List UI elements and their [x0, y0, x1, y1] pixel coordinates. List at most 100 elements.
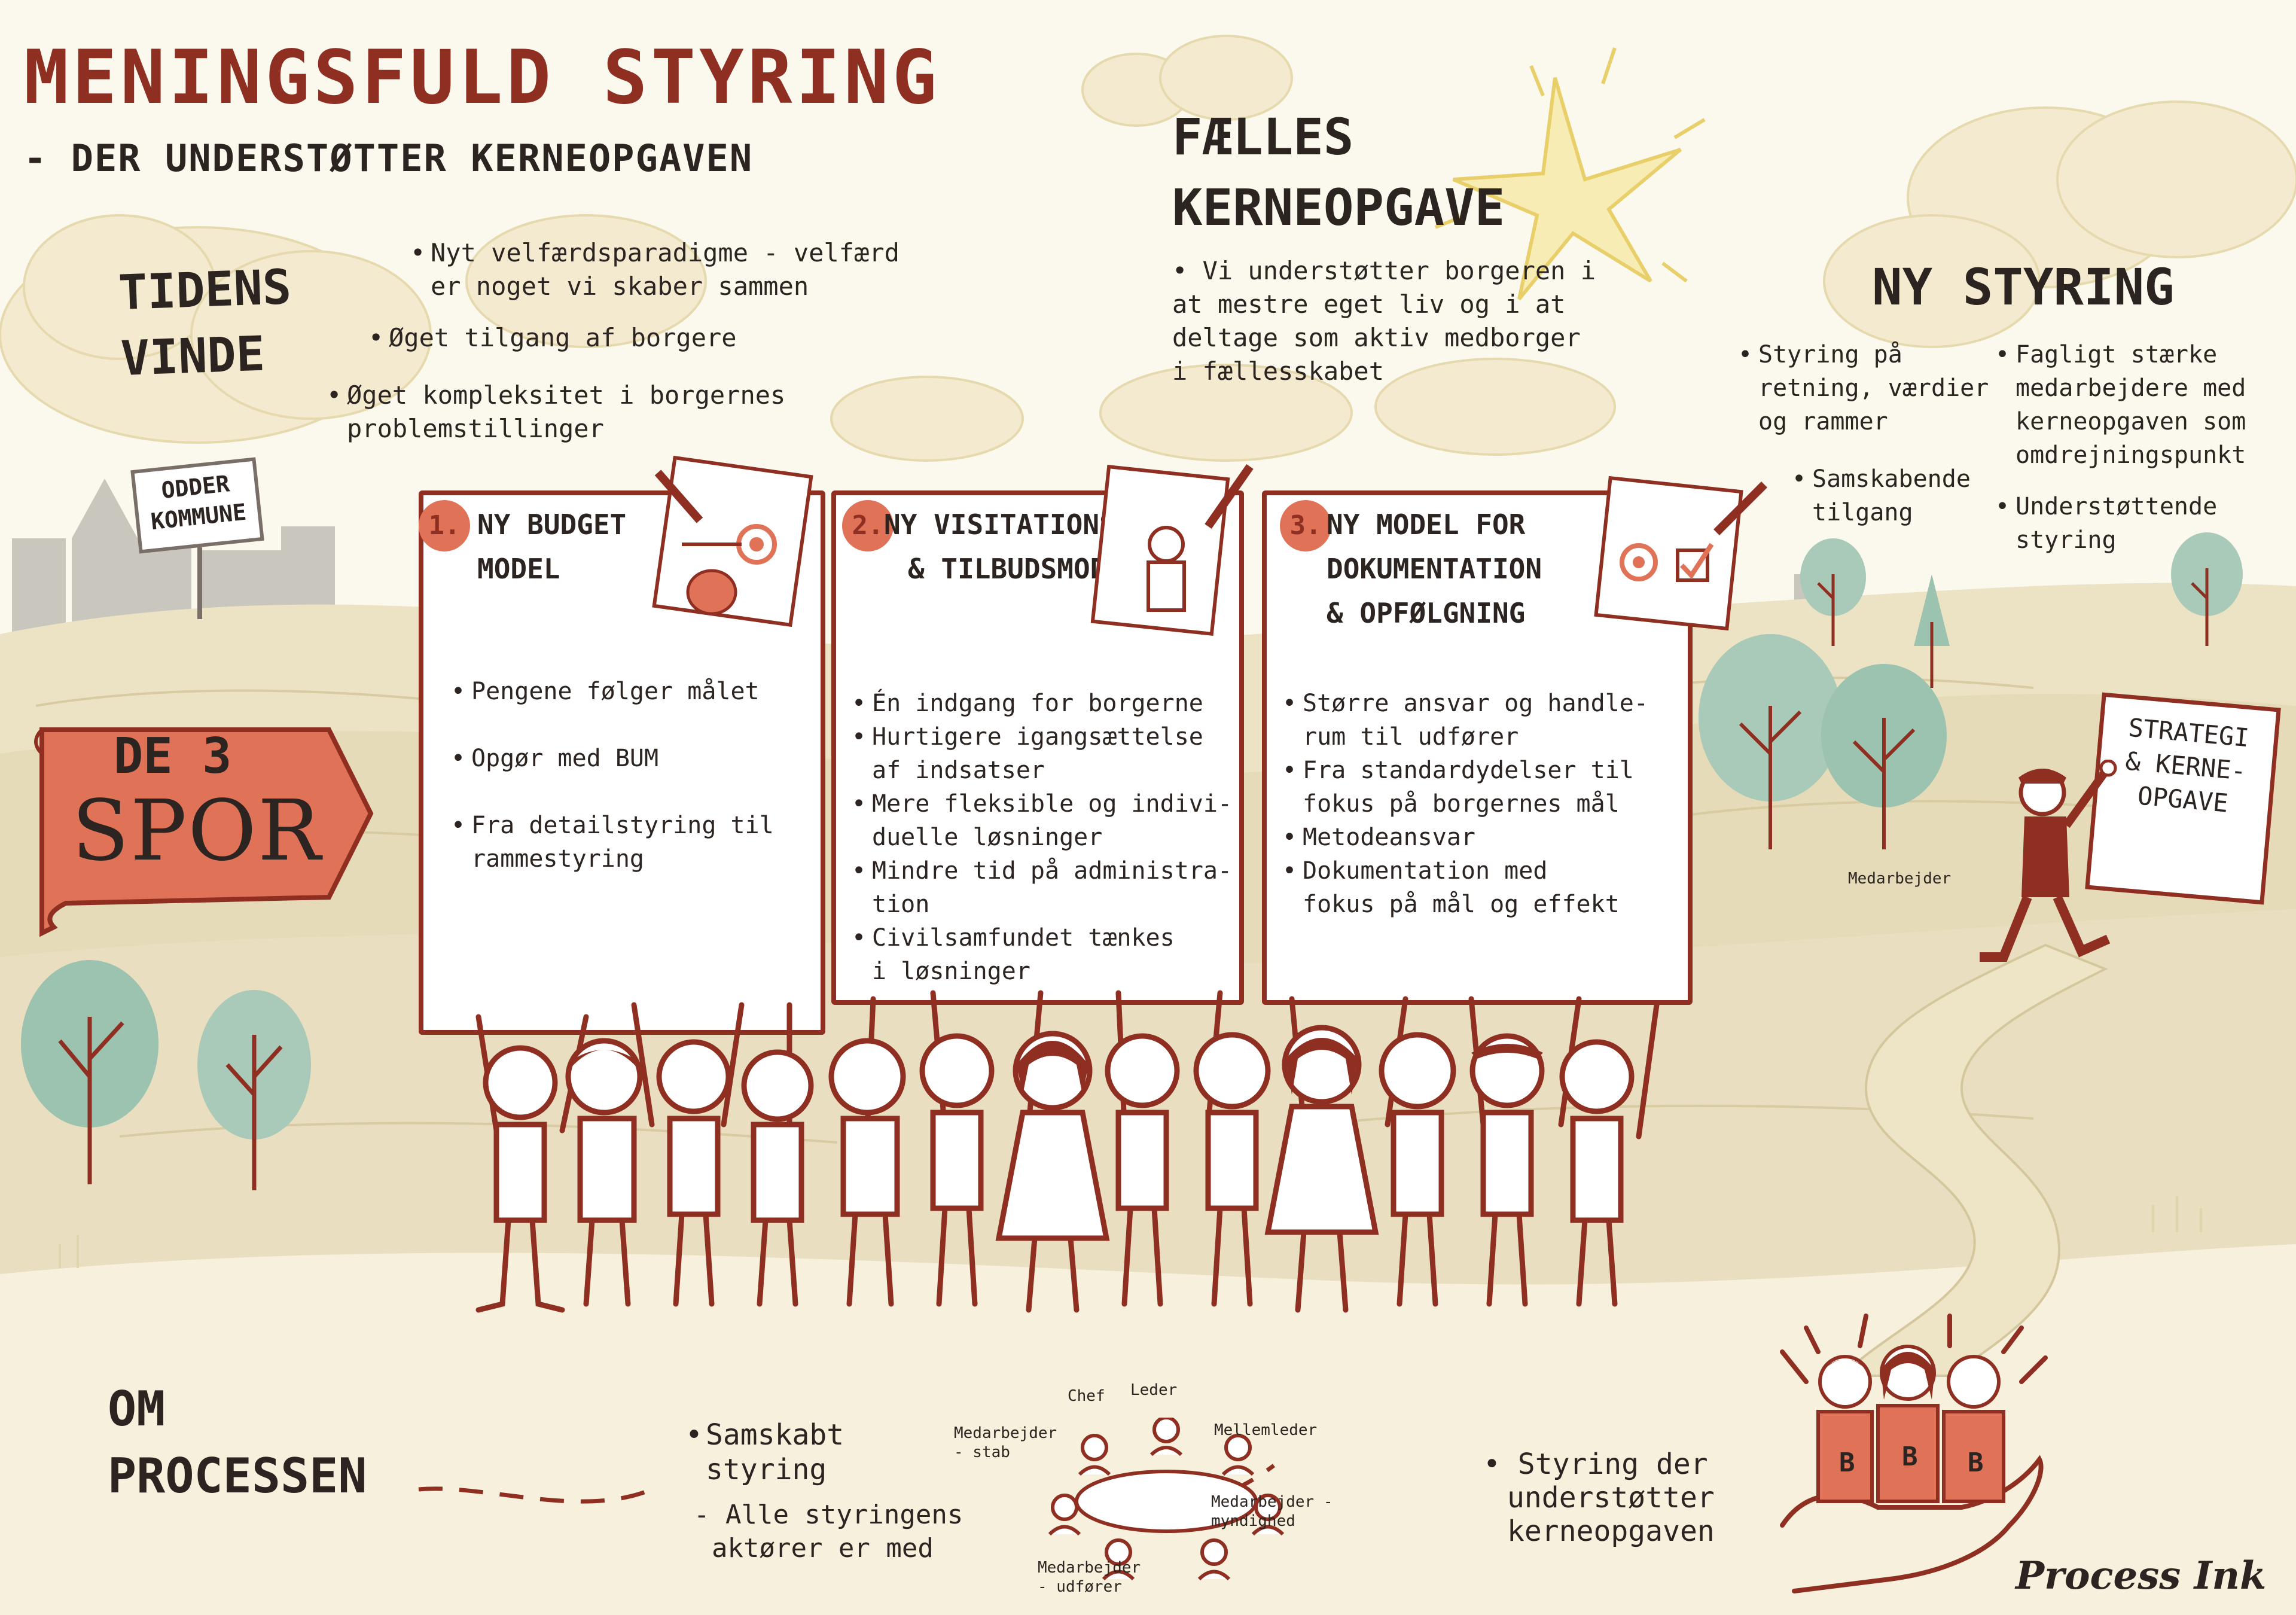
- crowd-figures: [475, 990, 1660, 1313]
- process-result-line1: • Styring der: [1483, 1448, 1708, 1481]
- walking-employee-figure: [1980, 760, 2117, 962]
- ny-styring-left1-line2: retning, værdier: [1758, 374, 1989, 402]
- om-processen-b2-l2: aktører er med: [712, 1533, 934, 1564]
- town-sign: ODDER KOMMUNE: [130, 457, 264, 554]
- spor-card-title: NY BUDGET MODEL: [477, 502, 626, 591]
- faelles-kerneopgave-text: • Vi understøtter borgeren i at mestre e…: [1172, 254, 1596, 388]
- spor-card-3-b2-l2: fokus på borgernes mål: [1303, 790, 1620, 818]
- spor-number-badge: 1.: [419, 500, 470, 551]
- role-udforer-line2: - udfører: [1038, 1578, 1122, 1596]
- town-sign-post: [197, 547, 202, 619]
- spor-card-2-b4-l2: tion: [872, 891, 930, 918]
- role-mellemleder: Mellemleder: [1214, 1421, 1318, 1439]
- spor-card-1-bullets: Pengene følger målet Opgør med BUM Fra d…: [447, 675, 812, 876]
- spor-card-1-b3-l1: Fra detailstyring til: [471, 812, 774, 839]
- de-3-spor-line2: SPOR: [72, 782, 322, 880]
- money-bag-icon: [652, 455, 813, 627]
- spor-card-2-title-line1: NY VISITATIONS-: [884, 508, 1133, 541]
- spor-card-2-b1: Én indgang for borgerne: [872, 690, 1203, 717]
- hand-with-people-illustration: [1780, 1314, 2048, 1593]
- om-processen-heading: OM PROCESSEN: [108, 1376, 367, 1510]
- faelles-text-line3: deltage som aktiv medborger: [1172, 323, 1581, 352]
- tidens-vinde-heading: TIDENS VINDE: [117, 254, 294, 392]
- ny-styring-left-bullets: Styring på retning, værdier og rammer Sa…: [1734, 338, 1989, 529]
- page-subtitle: - DER UNDERSTØTTER KERNEOPGAVEN: [24, 136, 754, 180]
- faelles-heading-line2: KERNEOPGAVE: [1172, 178, 1505, 237]
- spor-card-1-title-line2: MODEL: [477, 553, 560, 585]
- role-udforer: Medarbejder - udfører: [1038, 1558, 1141, 1596]
- ny-styring-heading: NY STYRING: [1872, 258, 2175, 316]
- spor-card-2-b3-l1: Mere fleksible og indivi-: [872, 790, 1233, 818]
- role-udforer-line1: Medarbejder: [1038, 1559, 1141, 1577]
- spor-card-3-b2-l1: Fra standardydelser til: [1303, 757, 1634, 784]
- tidens-vinde-bullet: Øget kompleksitet i borgernes problemsti…: [323, 379, 900, 446]
- faelles-text-line2: at mestre eget liv og i at: [1172, 290, 1566, 319]
- faelles-heading-line1: FÆLLES: [1172, 108, 1354, 166]
- process-result-line3: kerneopgaven: [1507, 1515, 1715, 1548]
- spor-card-2-b5-l2: i løsninger: [872, 958, 1030, 985]
- spor-card-2-b5-l1: Civilsamfundet tænkes: [872, 924, 1175, 952]
- om-processen-heading-line1: OM: [108, 1381, 166, 1437]
- role-myndighed-line1: Medarbejder -: [1211, 1493, 1333, 1511]
- ny-styring-right1-line3: kerneopgaven som: [2016, 408, 2246, 435]
- spor-card-bullet: Mere fleksible og indivi- duelle løsning…: [848, 787, 1243, 854]
- spor-card-2-b2-l1: Hurtigere igangsættelse: [872, 723, 1203, 751]
- tidens-vinde-bullet: Øget tilgang af borgere: [365, 321, 900, 355]
- spor-card-2-b2-l2: af indsatser: [872, 757, 1045, 784]
- walking-employee-label: Medarbejder: [1848, 870, 1952, 888]
- process-result-text: • Styring der understøtter kerneopgaven: [1483, 1448, 1715, 1548]
- spor-card-1: 1. NY BUDGET MODEL Pengene følger målet …: [419, 490, 825, 1035]
- role-stab: Medarbejder - stab: [954, 1424, 1057, 1462]
- spor-card-bullet: Opgør med BUM: [447, 742, 812, 775]
- spor-card-bullet: Pengene følger målet: [447, 675, 812, 708]
- spor-number-badge: 2.: [842, 500, 894, 551]
- checkbox-icon: [1594, 476, 1767, 631]
- faelles-text-line1: • Vi understøtter borgeren i: [1172, 256, 1596, 285]
- tidens-vinde-heading-line1: TIDENS: [117, 259, 292, 321]
- shirt-letter: B: [1902, 1442, 1918, 1472]
- role-stab-line2: - stab: [954, 1443, 1010, 1461]
- spor-card-3-b1-l1: Større ansvar og handle-: [1303, 690, 1648, 717]
- tidens-vinde-bullet3-line2: problemstillinger: [347, 414, 604, 443]
- role-myndighed-line2: myndighed: [1211, 1512, 1295, 1530]
- spor-card-bullet: Civilsamfundet tænkes i løsninger: [848, 921, 1243, 988]
- faelles-kerneopgave-heading: FÆLLES KERNEOPGAVE: [1172, 102, 1505, 243]
- ny-styring-left2-line2: tilgang: [1812, 499, 1913, 526]
- de-3-spor-line1: DE 3: [114, 728, 232, 785]
- tidens-vinde-heading-line2: VINDE: [120, 325, 266, 386]
- ny-styring-left1-line1: Styring på: [1758, 341, 1902, 368]
- om-processen-sub: - Alle styringens aktører er med: [694, 1498, 963, 1565]
- spor-card-bullet: Én indgang for borgerne: [848, 687, 1243, 720]
- process-result-line2: understøtter: [1507, 1481, 1715, 1515]
- spor-card-3-title-line1: NY MODEL FOR: [1327, 508, 1526, 541]
- om-processen-b2-l1: - Alle styringens: [694, 1500, 963, 1530]
- page-title: MENINGSFULD STYRING: [24, 35, 941, 121]
- faelles-text-line4: i fællesskabet: [1172, 356, 1385, 386]
- spor-card-3-title-line3: & OPFØLGNING: [1327, 597, 1526, 629]
- ny-styring-right1-line4: omdrejningspunkt: [2016, 441, 2246, 469]
- spor-card-bullet: Hurtigere igangsættelse af indsatser: [848, 720, 1243, 787]
- ny-styring-bullet: Fagligt stærke medarbejdere med kerneopg…: [1992, 338, 2246, 472]
- spor-card-title: NY MODEL FOR DOKUMENTATION & OPFØLGNING: [1327, 502, 1542, 635]
- om-processen-bullets: Samskabt styring: [682, 1418, 844, 1487]
- om-processen-heading-line2: PROCESSEN: [108, 1448, 367, 1504]
- tidens-vinde-bullet: Nyt velfærdsparadigme - velfærd er noget…: [407, 236, 900, 303]
- role-stab-line1: Medarbejder: [954, 1424, 1057, 1442]
- tidens-vinde-bullet1-line1: Nyt velfærdsparadigme - velfærd: [431, 238, 900, 267]
- ny-styring-left2-line1: Samskabende: [1812, 465, 1971, 493]
- role-myndighed: Medarbejder - myndighed: [1211, 1492, 1333, 1531]
- ny-styring-right2-line2: styring: [2016, 526, 2117, 554]
- shirt-letter: B: [1839, 1448, 1855, 1478]
- spor-card-title: NY VISITATIONS- & TILBUDSMODEL: [884, 502, 1140, 591]
- round-table-diagram: [1048, 1418, 1285, 1581]
- ny-styring-bullet: Styring på retning, værdier og rammer: [1734, 338, 1989, 438]
- spor-card-3-b3: Metodeansvar: [1303, 824, 1475, 851]
- artist-signature: Process Ink: [2016, 1553, 2267, 1598]
- ny-styring-bullet: Samskabende tilgang: [1788, 462, 1989, 529]
- shirt-letter: B: [1968, 1448, 1984, 1478]
- spor-number-badge: 3.: [1280, 500, 1331, 551]
- ny-styring-right-bullets: Fagligt stærke medarbejdere med kerneopg…: [1992, 338, 2246, 557]
- spor-card-2-b4-l1: Mindre tid på administra-: [872, 857, 1233, 885]
- de-3-spor-banner: [34, 727, 374, 937]
